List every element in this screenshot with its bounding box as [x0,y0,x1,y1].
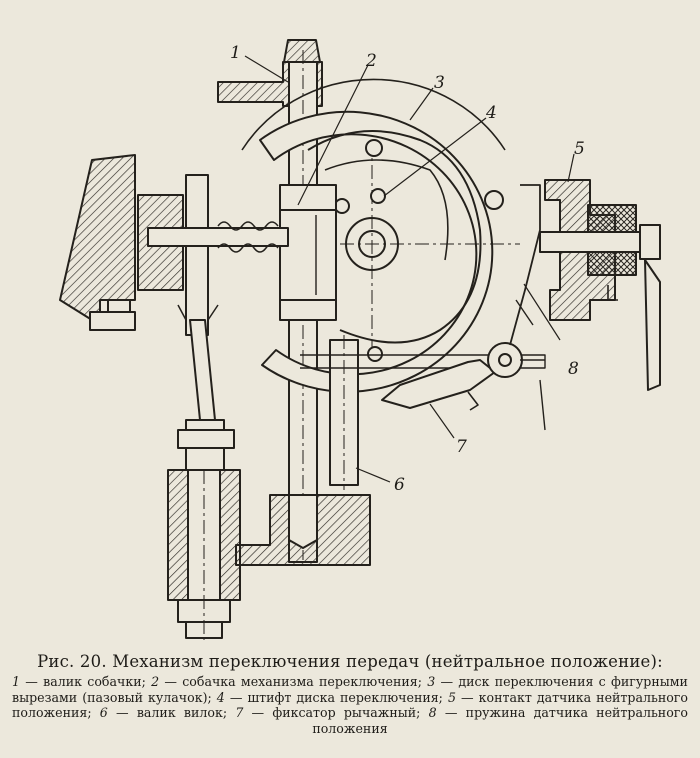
figure-caption: Рис. 20. Механизм переключения передач (… [12,652,688,736]
shift-pawl [279,184,337,321]
legend-text: — штифт диска переключения; [229,689,443,705]
figure-title: Механизм переключения передач (нейтральн… [112,652,663,671]
legend-item-2: 2 — собачка механизма переключения; [151,674,422,689]
lever-linkage [167,304,241,640]
legend-item-1: 1 — валик собачки; [12,674,146,689]
callout-7: 7 [456,437,467,457]
legend-item-3: 3 — диск переключения с фигурными выреза… [12,674,688,705]
caption-title: Рис. 20. Механизм переключения передач (… [12,652,688,671]
legend-text: — диск переключения с фигурными вырезами… [12,674,688,705]
legend-number: 1 [12,674,21,689]
legend-item-7: 7 — фиксатор рычажный; [235,705,420,720]
figure-number: Рис. 20. [37,652,107,671]
legend-number: 8 [428,705,437,720]
callout-5: 5 [574,139,585,159]
legend-item-6: 6 — валик вилок; [100,705,227,720]
legend-number: 7 [235,705,244,720]
callout-4: 4 [485,103,497,123]
legend-text: — собачка механизма переключения; [164,674,422,689]
selector-disc [240,78,520,393]
legend-text: — контакт датчика нейтрального положения… [12,689,688,721]
neutral-sensor [509,179,661,431]
callout-3: 3 [434,73,445,93]
callout-1: 1 [230,43,241,63]
legend-text: — фиксатор рычажный; [251,705,421,720]
legend-number: 6 [99,705,108,720]
caption-legend: 1 — валик собачки; 2 — собачка механизма… [12,674,688,736]
legend-text: — валик собачки; [25,674,146,689]
callout-2: 2 [365,51,377,71]
left-plunger-assembly [59,154,289,336]
legend-item-5: 5 — контакт датчика нейтрального положен… [12,690,688,721]
legend-number: 4 [216,689,225,705]
legend-item-4: 4 — штифт диска переключения; [217,690,443,705]
legend-number: 3 [427,674,436,689]
lower-bracket [235,494,371,566]
fork-shaft [300,335,546,490]
legend-item-8: 8 — пружина датчика нейтрального положен… [312,705,688,736]
legend-text: — валик вилок; [116,705,228,720]
leader-lines [244,55,575,483]
legend-number: 5 [447,689,456,705]
legend-text: — пружина датчика нейтрального положения [312,705,688,736]
lever-detent [381,342,523,411]
legend-number: 2 [151,674,160,689]
callout-8: 8 [568,359,579,379]
callout-6: 6 [394,475,405,495]
gearshift-mechanism-drawing: 1 2 3 4 5 6 7 8 [59,39,661,640]
